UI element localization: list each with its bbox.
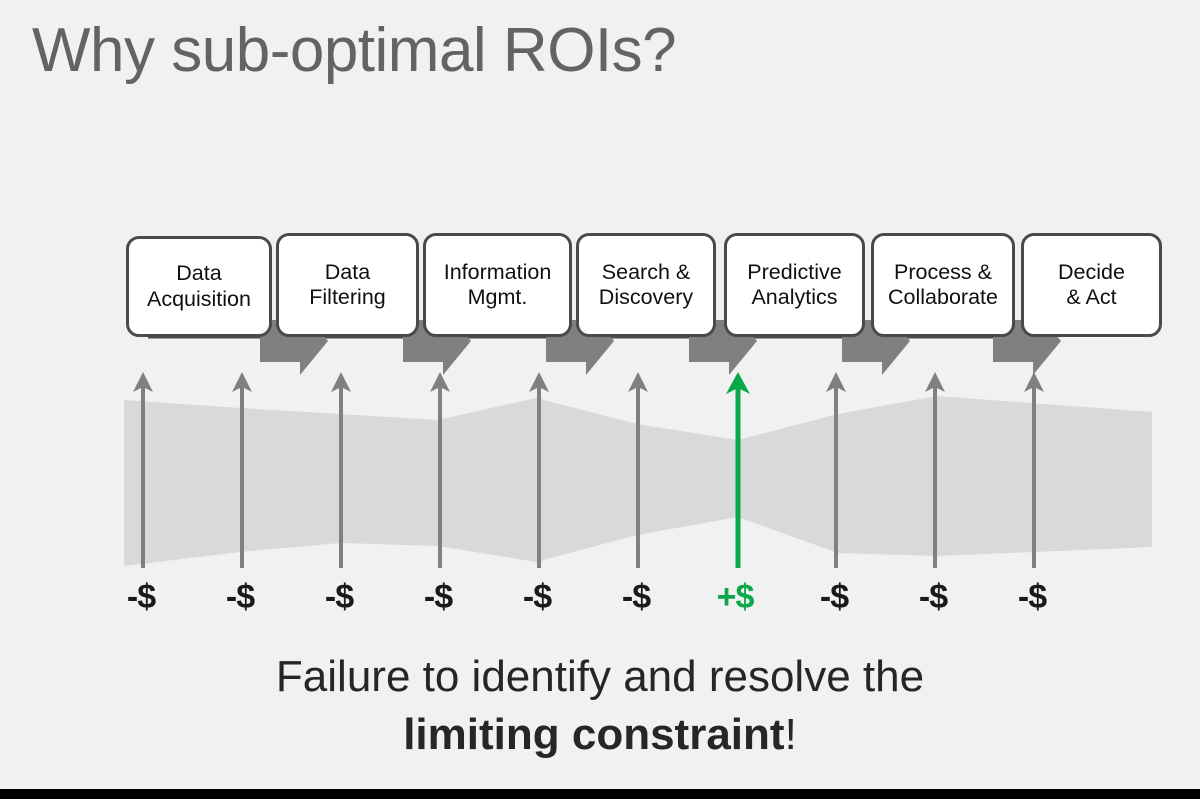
- process-box-label: Predictive Analytics: [747, 259, 842, 309]
- cost-arrow: [628, 372, 648, 568]
- cost-arrow: [430, 372, 450, 568]
- process-box-information-mgmt[interactable]: Information Mgmt.: [423, 233, 572, 337]
- process-box-label: Decide & Act: [1058, 259, 1125, 309]
- process-box-label: Data Filtering: [309, 259, 386, 309]
- cost-arrow: [232, 372, 252, 568]
- process-box-label: Information Mgmt.: [443, 259, 552, 309]
- process-box-label: Search & Discovery: [598, 259, 694, 309]
- value-marker: -$: [918, 578, 948, 616]
- cost-arrow: [925, 372, 945, 568]
- process-box-process-collaborate[interactable]: Process & Collaborate: [871, 233, 1015, 337]
- cost-arrow: [331, 372, 351, 568]
- value-marker: -$: [225, 578, 255, 616]
- value-marker-positive: +$: [716, 578, 755, 616]
- process-box-label: Data Acquisition: [147, 261, 251, 311]
- value-marker: -$: [126, 578, 156, 616]
- page-title: Why sub-optimal ROIs?: [32, 16, 677, 85]
- cost-arrow: [133, 372, 153, 568]
- value-marker: -$: [819, 578, 849, 616]
- process-box-label: Process & Collaborate: [888, 259, 998, 309]
- cost-arrow: [529, 372, 549, 568]
- process-box-decide-act[interactable]: Decide & Act: [1021, 233, 1162, 337]
- process-box-data-acquisition[interactable]: Data Acquisition: [126, 236, 272, 337]
- value-marker: -$: [324, 578, 354, 616]
- caption-emphasis: limiting constraint: [403, 710, 785, 760]
- cost-arrows: [133, 372, 1044, 568]
- cost-arrow: [826, 372, 846, 568]
- constraint-arrow-highlight: [726, 372, 750, 568]
- caption-line-1: Failure to identify and resolve the: [275, 652, 925, 701]
- process-box-search-discovery[interactable]: Search & Discovery: [576, 233, 716, 337]
- caption: Failure to identify and resolve the limi…: [0, 648, 1200, 764]
- bottom-bar: [0, 789, 1200, 799]
- process-box-predictive-analytics[interactable]: Predictive Analytics: [724, 233, 865, 337]
- cost-arrow: [1024, 372, 1044, 568]
- value-marker: -$: [522, 578, 552, 616]
- caption-exclamation: !: [784, 710, 797, 760]
- value-marker: -$: [1017, 578, 1047, 616]
- process-box-data-filtering[interactable]: Data Filtering: [276, 233, 419, 337]
- value-marker: -$: [423, 578, 453, 616]
- value-marker: -$: [621, 578, 651, 616]
- caption-line-2: limiting constraint!: [0, 706, 1200, 764]
